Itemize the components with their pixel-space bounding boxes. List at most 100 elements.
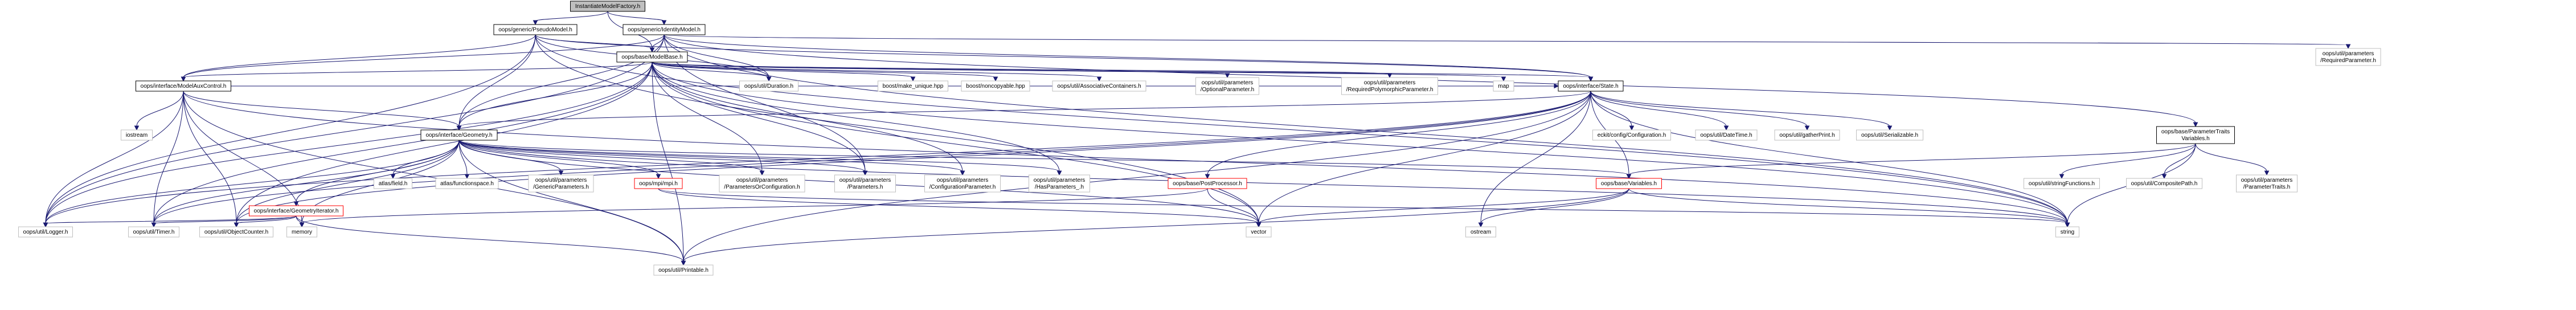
node-oops-util-associativecontainers-h[interactable]: oops/util/AssociativeContainers.h [1052,80,1146,92]
node-box [528,174,594,193]
node-box [1168,178,1247,189]
nodes-layer: InstantiateModelFactory.h oops/generic/Ps… [18,1,2381,276]
arrowhead [2193,122,2198,128]
node-oops-mpi-mpi-h[interactable]: oops/mpi/mpi.h [634,178,683,189]
node-oops-util-parameters-parameters-h[interactable]: oops/util/parameters/Parameters.h [834,174,896,193]
node-box [616,51,688,63]
node-oops-util-parameters-parametersorconfiguration-h[interactable]: oops/util/parameters/ParametersOrConfigu… [719,174,805,193]
node-box [878,80,948,92]
arrowhead [234,222,239,228]
node-memory[interactable]: memory [286,226,317,238]
node-label: oops/util/parameters [2323,51,2374,57]
node-oops-util-printable-h[interactable]: oops/util/Printable.h [653,264,714,276]
node-boost-noncopyable-hpp[interactable]: boost/noncopyable.hpp [961,80,1030,92]
node-map[interactable]: map [1493,80,1514,92]
node-label: oops/generic/IdentityModel.h [628,27,701,33]
node-oops-base-modelbase-h[interactable]: oops/base/ModelBase.h [616,51,688,63]
node-oops-util-compositepath-h[interactable]: oops/util/CompositePath.h [2126,178,2202,189]
node-oops-base-variables-h[interactable]: oops/base/Variables.h [1596,178,1662,189]
node-label: oops/util/gatherPrint.h [1779,132,1834,138]
node-box [435,178,499,189]
arrowhead [681,260,686,266]
node-oops-util-parameters-requiredparameter-h[interactable]: oops/util/parameters/RequiredParameter.h [2315,48,2381,66]
node-oops-base-postprocessor-h[interactable]: oops/base/PostProcessor.h [1168,178,1247,189]
edge-n3-n26 [652,62,866,172]
edge-n3-n5 [183,62,653,78]
node-label: oops/util/parameters [1034,177,1086,183]
node-label: memory [292,229,312,235]
node-oops-interface-modelauxcontrol-h[interactable]: oops/interface/ModelAuxControl.h [136,80,231,92]
node-atlas-functionspace-h[interactable]: atlas/functionspace.h [435,178,499,189]
node-box [128,226,179,238]
node-oops-generic-pseudomodel-h[interactable]: oops/generic/PseudoModel.h [493,24,578,35]
node-oops-util-serializable-h[interactable]: oops/util/Serializable.h [1856,129,1923,141]
node-oops-util-parameters-hasparameters-h[interactable]: oops/util/parameters/HasParameters_.h [1029,174,1090,193]
arrowhead [299,222,305,228]
node-atlas-field-h[interactable]: atlas/field.h [374,178,412,189]
node-oops-util-parameters-configurationparameter-h[interactable]: oops/util/parameters/ConfigurationParame… [924,174,1001,193]
node-string[interactable]: string [2055,226,2079,238]
node-oops-util-objectcounter-h[interactable]: oops/util/ObjectCounter.h [199,226,273,238]
node-box [1195,77,1259,95]
edge-n3-n37 [236,62,653,224]
node-oops-util-duration-h[interactable]: oops/util/Duration.h [739,80,798,92]
node-label: /Parameters.h [847,184,883,190]
node-box [1493,80,1514,92]
arrowhead [558,170,564,176]
edge-n3-n42 [652,62,2068,224]
edge-n30-n40 [1258,188,1629,224]
node-box [2236,174,2297,193]
node-oops-util-parameters-requiredpolymorphicparameter-h[interactable]: oops/util/parameters/RequiredPolymorphic… [1341,77,1438,95]
edge-n16-n36 [153,140,460,224]
node-oops-interface-state-h[interactable]: oops/interface/State.h [1558,80,1624,92]
node-label: oops/util/parameters [736,177,788,183]
node-instantiatemodelfactory-h[interactable]: InstantiateModelFactory.h [570,1,645,12]
node-label: oops/util/Logger.h [23,229,68,235]
node-eckit-config-configuration-h[interactable]: eckit/config/Configuration.h [1592,129,1671,141]
node-box [2156,126,2235,144]
edge-n2-n13 [664,34,1591,78]
node-box [199,226,273,238]
edge-n13-n42 [1590,91,2068,224]
arrowhead [293,201,299,207]
edge-n16-n27 [458,140,963,172]
edge-n3-n8 [652,62,996,78]
node-oops-util-parameters-genericparameters-h[interactable]: oops/util/parameters/GenericParameters.h [528,174,594,193]
node-ostream[interactable]: ostream [1465,226,1496,238]
node-iostream[interactable]: iostream [121,129,153,141]
arrowhead [1588,76,1594,82]
node-oops-interface-geometry-h[interactable]: oops/interface/Geometry.h [420,129,498,141]
arrowhead [43,222,48,228]
node-oops-util-stringfunctions-h[interactable]: oops/util/stringFunctions.h [2024,178,2100,189]
edge-n14-n33 [2195,143,2267,172]
edge-n5-n16 [183,91,460,127]
arrowhead [456,125,462,131]
node-label: oops/util/parameters [535,177,587,183]
node-oops-util-parameters-parametertraits-h[interactable]: oops/util/parameters/ParameterTraits.h [2236,174,2297,193]
node-oops-util-parameters-optionalparameter-h[interactable]: oops/util/parameters/OptionalParameter.h [1195,77,1259,95]
node-box [1465,226,1496,238]
node-oops-util-datetime-h[interactable]: oops/util/DateTime.h [1695,129,1758,141]
edge-n0-n1 [535,11,608,22]
edge-n5-n37 [183,91,237,224]
node-oops-util-gatherprint-h[interactable]: oops/util/gatherPrint.h [1774,129,1840,141]
edge-n16-n24 [458,140,659,176]
node-oops-generic-identitymodel-h[interactable]: oops/generic/IdentityModel.h [623,24,706,35]
node-vector[interactable]: vector [1246,226,1272,238]
node-oops-util-timer-h[interactable]: oops/util/Timer.h [128,226,179,238]
node-label: atlas/functionspace.h [440,181,494,187]
edge-n3-n39 [652,62,684,262]
arrowhead [181,76,186,82]
node-oops-util-logger-h[interactable]: oops/util/Logger.h [18,226,73,238]
node-box [1052,80,1146,92]
node-oops-interface-geometryiterator-h[interactable]: oops/interface/GeometryIterator.h [249,205,343,217]
node-box [121,129,153,141]
edge-n13-n36 [153,91,1591,224]
edge-n2-n16 [458,34,665,127]
node-boost-make-unique-hpp[interactable]: boost/make_unique.hpp [878,80,948,92]
edge-n13-n20 [1590,91,1890,127]
edge-n2-n4 [664,34,2349,46]
edge-n30-n39 [683,188,1629,262]
arrowhead [1626,174,1632,180]
